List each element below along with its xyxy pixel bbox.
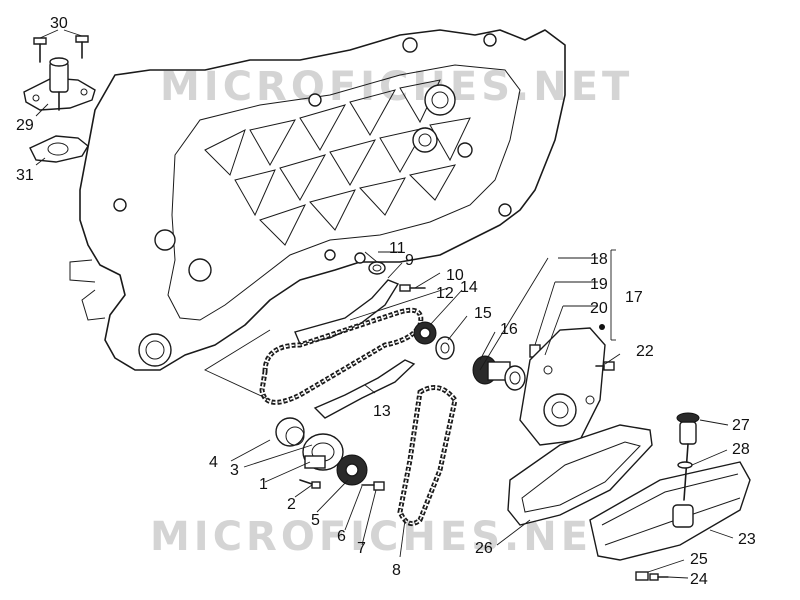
callout-20: 20 [590,300,608,317]
callout-17: 17 [625,289,643,306]
washer-15 [435,336,455,360]
callout-19: 19 [590,276,608,293]
bolt-22 [595,361,615,371]
callout-24: 24 [690,571,708,588]
callout-13: 13 [373,403,391,420]
bolt-6 [361,481,385,491]
drive-chain-8 [397,385,458,527]
reference-dot [599,324,605,330]
chain-guide-12 [294,279,400,345]
o-ring-4 [275,417,305,447]
callout-12: 12 [436,285,454,302]
chain-tensioner-29 [23,57,96,111]
callout-26: 26 [475,540,493,557]
bolt-30-right [75,35,89,59]
callout-10: 10 [446,267,464,284]
callout-4: 4 [209,454,218,471]
shaft-16 [472,355,526,391]
o-ring-28 [677,461,693,469]
sprocket-14 [413,321,437,345]
callout-25: 25 [690,551,708,568]
oil-sump-23 [589,461,751,561]
callout-15: 15 [474,305,492,322]
callout-31: 31 [16,167,34,184]
callout-18: 18 [590,251,608,268]
gasket-31 [29,135,89,163]
chain-slider-13 [313,359,416,419]
watermark-bottom: MICROFICHES.NET [150,514,623,560]
callout-29: 29 [16,117,34,134]
callout-11: 11 [389,240,406,257]
callout-16: 16 [500,321,518,338]
callout-2: 2 [287,496,296,513]
callout-8: 8 [392,562,401,579]
callout-5: 5 [311,512,320,529]
bolt-30-left [33,37,47,63]
callout-labels: 1 2 3 4 5 6 7 8 9 10 11 12 13 14 15 16 1… [16,15,756,588]
roller-11 [368,261,386,275]
watermark-top: MICROFICHES.NET [160,64,633,110]
callout-30: 30 [50,15,68,32]
oil-pump-3 [302,433,344,471]
callout-9: 9 [405,252,414,269]
dipstick-27 [676,412,700,501]
pump-cover-20 [519,327,606,446]
callout-3: 3 [230,462,239,479]
sprocket-5 [336,454,368,486]
callout-14: 14 [460,279,478,296]
callout-22: 22 [636,343,654,360]
gasket-26 [507,424,653,526]
bolt-24 [649,573,669,581]
callout-1: 1 [259,476,268,493]
callout-7: 7 [357,540,366,557]
callout-23: 23 [738,531,756,548]
callout-28: 28 [732,441,750,458]
drain-plug-25 [635,571,649,581]
callout-6: 6 [337,528,346,545]
leader-lines [35,29,734,579]
crankcase [69,29,566,371]
callout-27: 27 [732,417,750,434]
bolt-10 [399,284,426,292]
